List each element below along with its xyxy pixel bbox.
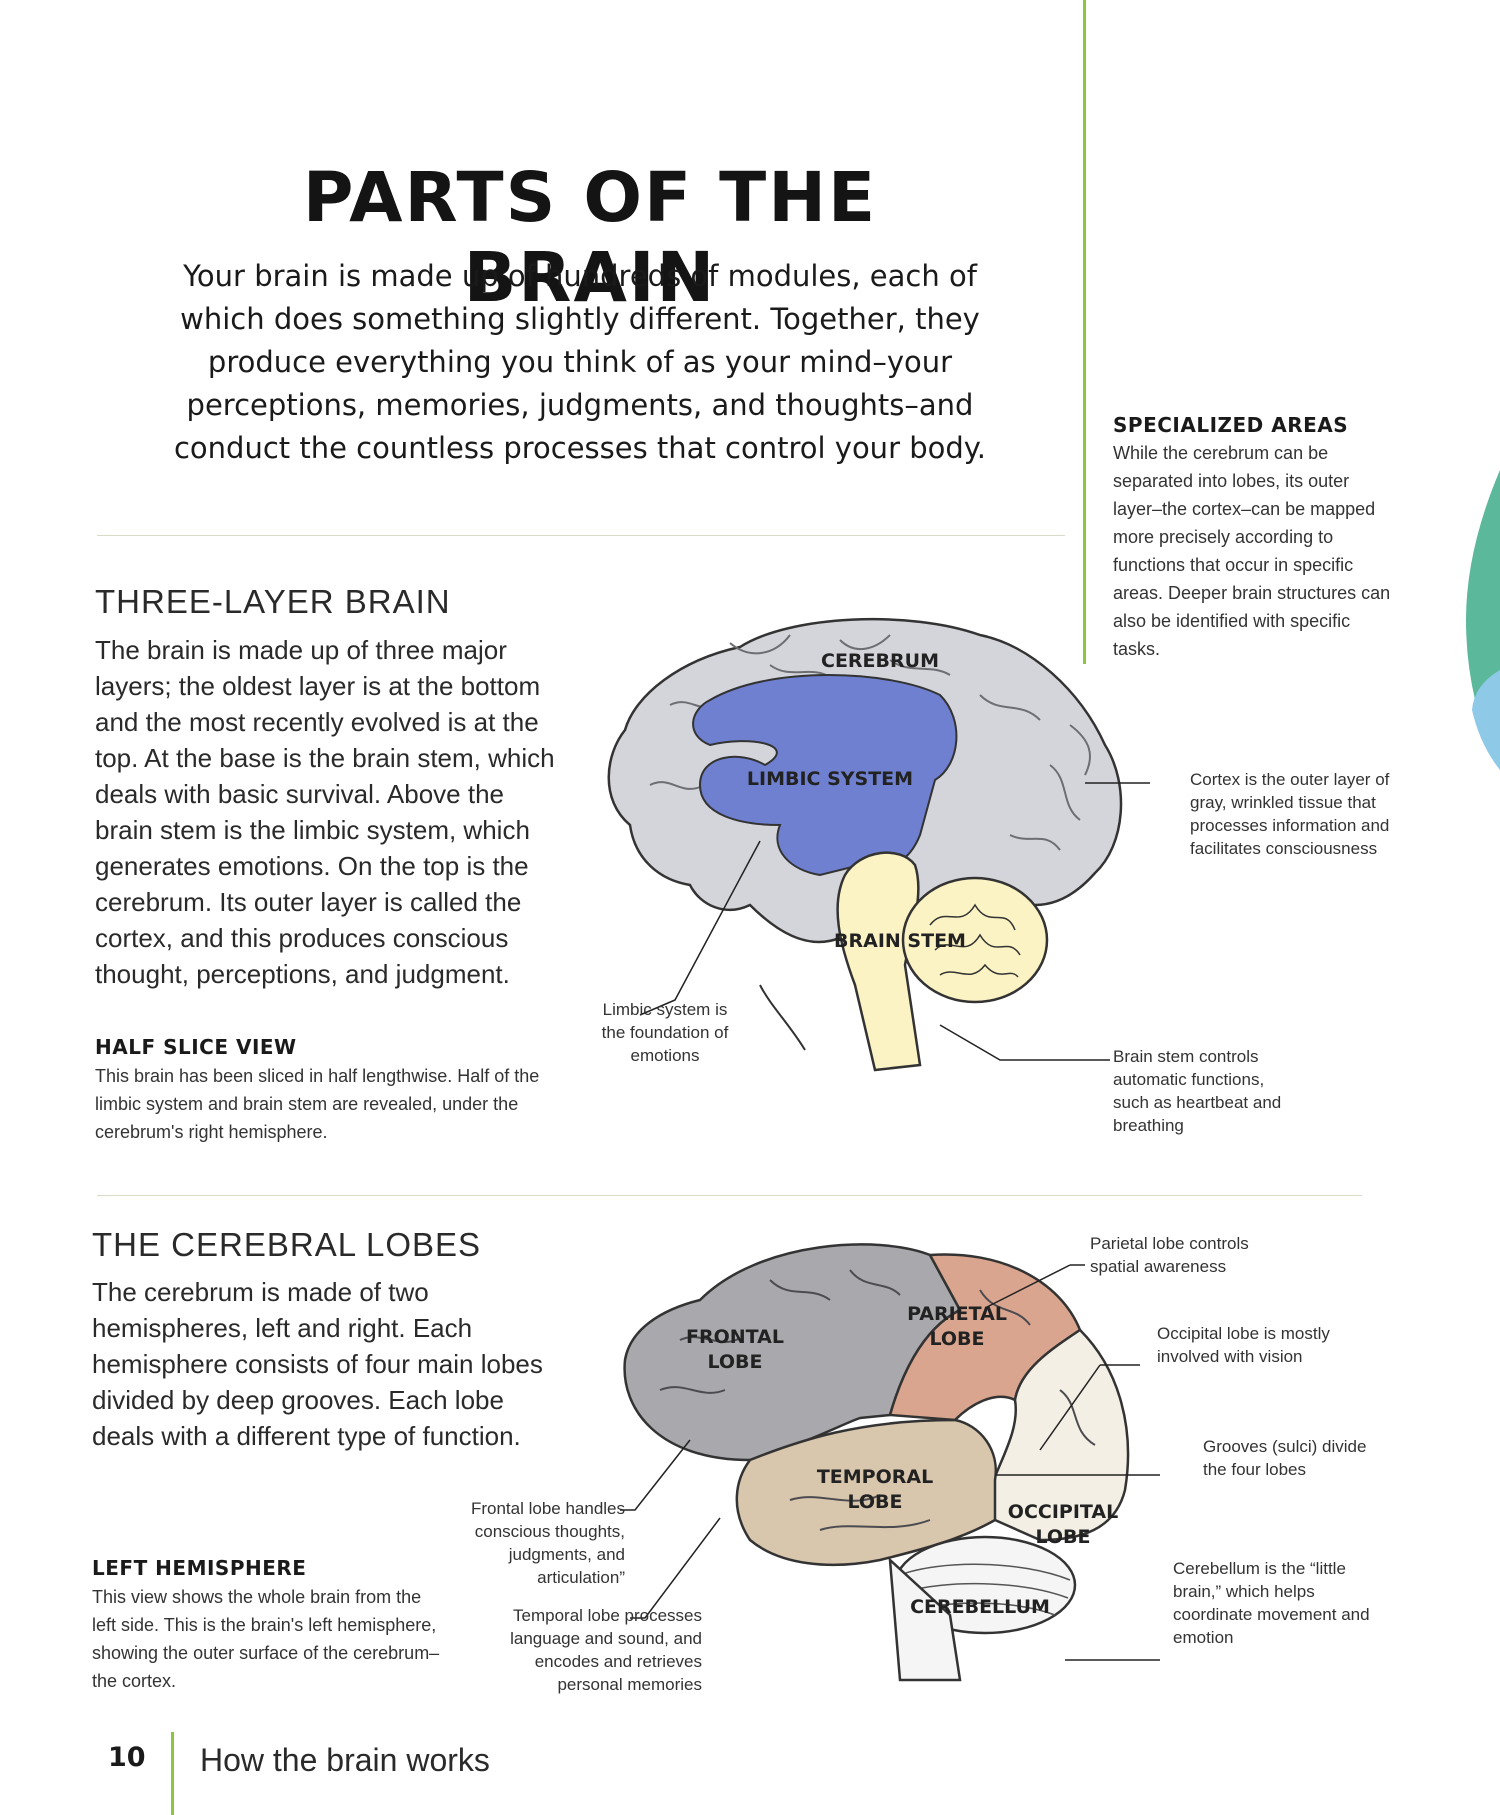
callout-brainstem: Brain stem controls automatic functions,… [1113, 1047, 1282, 1135]
callout-limbic: Limbic system is the foundation of emoti… [601, 1000, 729, 1065]
specialized-text: While the cerebrum can be separated into… [1113, 443, 1391, 659]
callout-cerebellum: Cerebellum is the “little brain,” which … [1173, 1559, 1370, 1647]
page-title: PARTS OF THE BRAIN [302, 158, 878, 318]
specialized-heading: SPECIALIZED AREAS [1113, 413, 1349, 437]
label-parietal-2: LOBE [929, 1328, 984, 1350]
brain-slice-illustration: CEREBRUM LIMBIC SYSTEM BRAIN STEM [607, 617, 1150, 1072]
specialized-areas-box: SPECIALIZED AREAS While the cerebrum can… [1113, 413, 1398, 663]
callout-parietal: Parietal lobe controls spatial awareness [1090, 1234, 1249, 1276]
label-limbic-system: LIMBIC SYSTEM [747, 768, 913, 790]
frontal-lobe-shape [623, 1243, 962, 1462]
temporal-lobe-shape [735, 1418, 998, 1567]
section-divider-top [97, 535, 1065, 536]
label-frontal-1: FRONTAL [686, 1326, 784, 1348]
label-temporal-2: LOBE [847, 1491, 902, 1513]
brainstem-lobe-shape [888, 1556, 962, 1682]
label-occipital-2: LOBE [1035, 1526, 1090, 1548]
callout-temporal: Temporal lobe processes language and sou… [510, 1606, 702, 1694]
footer-green-bar [171, 1732, 174, 1815]
label-parietal-1: PARIETAL [907, 1303, 1007, 1325]
section-divider-middle [97, 1195, 1362, 1196]
label-cerebrum: CEREBRUM [821, 650, 939, 672]
cerebral-lobes-text: The cerebrum is made of two hemispheres,… [92, 1277, 543, 1451]
label-occipital-1: OCCIPITAL [1008, 1501, 1118, 1523]
cerebellum-shape [901, 876, 1049, 1004]
label-brain-stem: BRAIN STEM [834, 930, 966, 952]
page-number: 10 [108, 1742, 146, 1773]
limbic-system-shape [692, 674, 958, 877]
left-hemisphere-text: This view shows the whole brain from the… [92, 1587, 440, 1691]
half-slice-text: This brain has been sliced in half lengt… [95, 1066, 540, 1142]
green-divider-vertical [1083, 0, 1086, 664]
callout-cortex: Cortex is the outer layer of gray, wrink… [1190, 770, 1390, 858]
label-frontal-2: LOBE [707, 1351, 762, 1373]
intro-paragraph: Your brain is made up of hundreds of mod… [173, 259, 987, 465]
callout-occipital: Occipital lobe is mostly involved with v… [1157, 1324, 1330, 1366]
left-hemisphere-heading: LEFT HEMISPHERE [92, 1556, 307, 1580]
cerebral-lobes-heading: THE CEREBRAL LOBES [92, 1226, 482, 1263]
three-layer-text: The brain is made up of three major laye… [95, 635, 555, 989]
callout-grooves: Grooves (sulci) divide the four lobes [1203, 1437, 1367, 1479]
half-slice-heading: HALF SLICE VIEW [95, 1035, 297, 1059]
footer-section-title: How the brain works [200, 1742, 490, 1778]
cropped-brain-map-graphic [1466, 470, 1500, 770]
brain-lobes-illustration: FRONTAL LOBE PARIETAL LOBE TEMPORAL LOBE… [620, 1243, 1160, 1682]
label-cerebellum: CEREBELLUM [910, 1596, 1050, 1618]
callout-frontal: Frontal lobe handles conscious thoughts,… [470, 1499, 625, 1587]
occipital-lobe-shape [988, 1328, 1130, 1542]
three-layer-heading: THREE-LAYER BRAIN [95, 583, 451, 620]
label-temporal-1: TEMPORAL [817, 1466, 933, 1488]
